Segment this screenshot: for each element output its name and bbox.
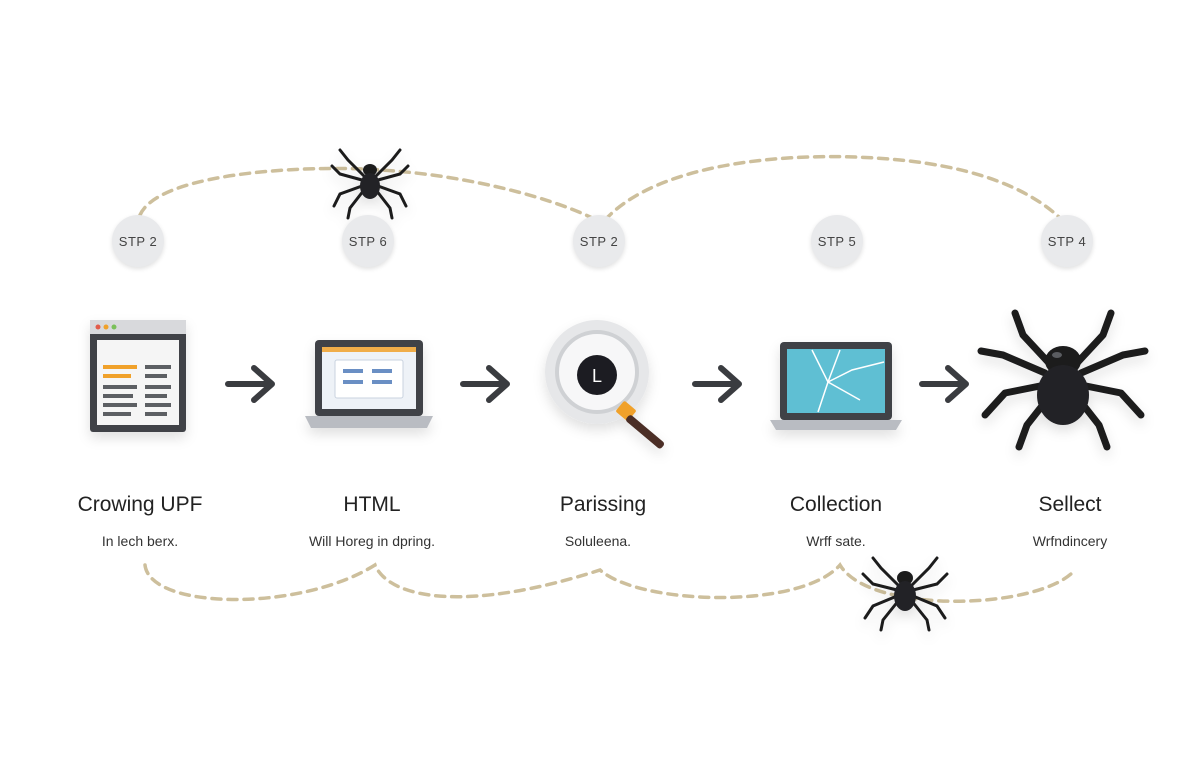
arrow-4 bbox=[919, 365, 969, 403]
browser-window-icon bbox=[90, 320, 186, 432]
step-badge-4: STP 5 bbox=[811, 215, 863, 267]
step-badge-5: STP 4 bbox=[1041, 215, 1093, 267]
step-badge-2: STP 6 bbox=[342, 215, 394, 267]
step-subtitle-5: Wrfndincery bbox=[1032, 533, 1108, 549]
step-subtitle-4: Wrff sate. bbox=[806, 533, 866, 549]
step-subtitle-1: In lech berx. bbox=[101, 533, 179, 549]
step-title-4: Collection bbox=[789, 493, 883, 516]
step-title-2: HTML bbox=[343, 493, 401, 516]
step-title-5: Sellect bbox=[1038, 493, 1102, 516]
magnifier-icon: L bbox=[545, 320, 665, 449]
arrow-1 bbox=[225, 365, 275, 403]
arrow-2 bbox=[460, 365, 510, 403]
laptop-html-icon bbox=[305, 340, 433, 428]
step-title-3: Parissing bbox=[559, 493, 647, 516]
step-subtitle-3: Soluleena. bbox=[564, 533, 632, 549]
step-badge-1: STP 2 bbox=[112, 215, 164, 267]
dashed-connectors bbox=[138, 154, 1077, 603]
laptop-cracked-icon bbox=[770, 342, 902, 430]
bottom-path bbox=[143, 562, 1077, 603]
step-badge-3: STP 2 bbox=[573, 215, 625, 267]
arrow-3 bbox=[692, 365, 742, 403]
svg-text:L: L bbox=[592, 366, 602, 386]
top-path-right bbox=[603, 154, 1062, 222]
step-subtitle-2: Will Horeg in dpring. bbox=[308, 533, 436, 549]
small-spider-top-icon bbox=[330, 148, 410, 220]
small-spider-bottom-icon bbox=[861, 556, 949, 632]
spider-icon bbox=[977, 309, 1149, 451]
top-path-left bbox=[138, 166, 602, 224]
step-title-1: Crowing UPF bbox=[77, 493, 203, 516]
